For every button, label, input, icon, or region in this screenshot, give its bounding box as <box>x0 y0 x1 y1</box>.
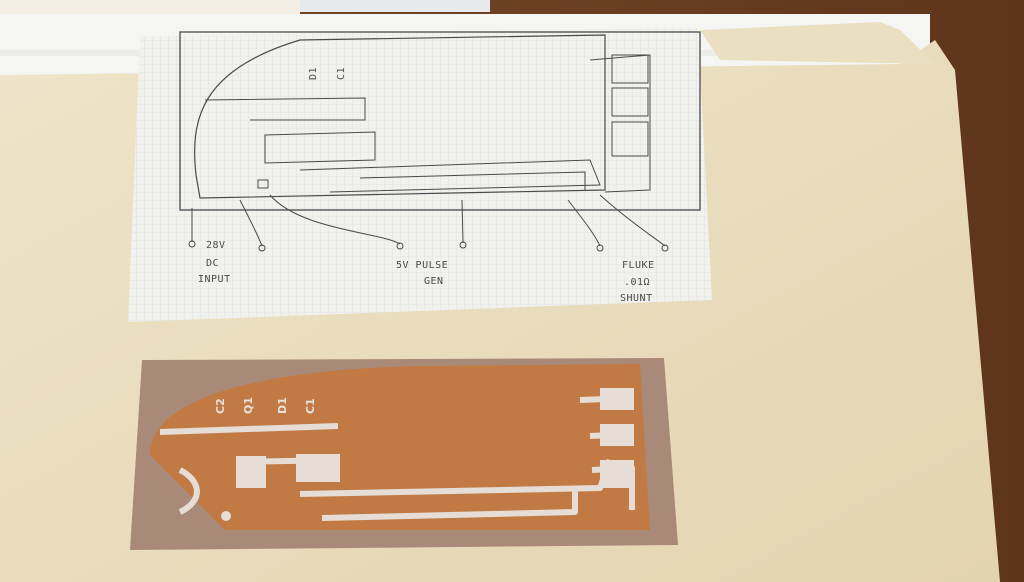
folder-tab <box>700 22 935 64</box>
sketch-label-d1: D1 <box>308 67 319 80</box>
sketch-label-shunt-value: .01Ω <box>624 277 650 288</box>
pcb-label-q1: Q1 <box>242 397 255 414</box>
sketch-paper: D1 C1 28V DC INPUT 5V PULSE GEN FLUKE .0… <box>128 28 712 322</box>
paper-stack-top-right <box>300 0 490 12</box>
etched-pcb: C2 Q1 D1 C1 <box>130 358 678 550</box>
sketch-label-shunt: SHUNT <box>620 293 653 304</box>
sketch-label-c1: C1 <box>336 67 347 80</box>
sketch-label-input-dc: DC <box>206 258 219 269</box>
pad-d1 <box>296 454 340 482</box>
pad-connector-2 <box>600 424 634 446</box>
pad-connector-1 <box>600 388 634 410</box>
pcb-label-d1: D1 <box>276 397 289 414</box>
sketch-label-input-voltage: 28V <box>206 240 226 251</box>
pcb-label-c1: C1 <box>304 398 317 414</box>
sketch-label-pulse: 5V PULSE <box>396 260 448 271</box>
pcb-label-c2: C2 <box>214 398 227 414</box>
pad-connector-3 <box>600 460 634 488</box>
sketch-label-fluke: FLUKE <box>622 260 655 271</box>
sketch-label-gen: GEN <box>424 276 444 287</box>
paper-stack-top <box>0 0 300 14</box>
pad-q1 <box>236 456 266 488</box>
sketch-label-input: INPUT <box>198 274 231 285</box>
pad-hole <box>221 511 231 521</box>
